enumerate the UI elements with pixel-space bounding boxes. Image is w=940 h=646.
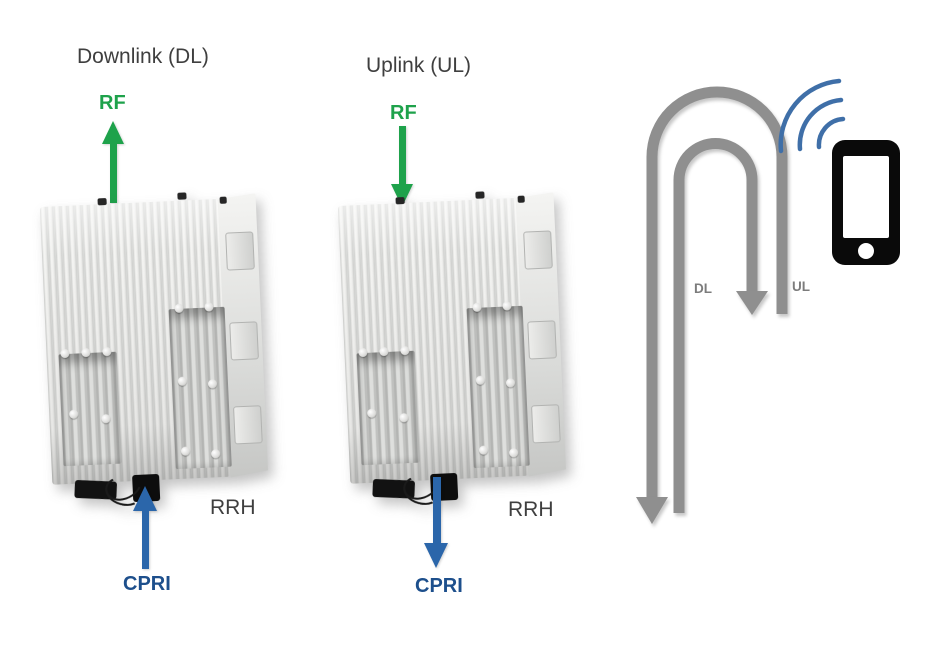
- wireless-signal-icon: [778, 78, 846, 154]
- uplink-title: Uplink (UL): [366, 54, 472, 77]
- ul-loop-arrow-icon: [646, 86, 788, 498]
- rrh-corner-screw: [517, 195, 525, 203]
- rrh-top-screw: [395, 197, 405, 205]
- arrowhead: [133, 486, 157, 511]
- rrh-corner-screw: [219, 196, 227, 204]
- rrh-fin-recess: [58, 346, 122, 467]
- downlink-title: Downlink (DL): [77, 45, 209, 68]
- rrh-fin-recess: [466, 301, 530, 469]
- smartphone-home-button: [858, 243, 874, 259]
- arrow-shaft: [109, 142, 117, 203]
- rrh-latch: [233, 405, 263, 444]
- smartphone-icon: [832, 140, 900, 265]
- downlink-cpri-up-arrow-icon: [133, 486, 157, 570]
- downlink-rrh-photo: [39, 192, 269, 511]
- arrow-shaft: [398, 126, 406, 185]
- rrh-top-screw: [475, 191, 485, 199]
- ul-arrowhead: [636, 497, 668, 524]
- rrh-fin-recess: [168, 302, 232, 470]
- uplink-cpri-down-arrow-icon: [424, 477, 449, 569]
- arrowhead: [424, 543, 448, 568]
- dl-loop-arrow-icon: [673, 138, 758, 513]
- rrh-top-screw: [97, 198, 107, 206]
- signal-wave-middle: [797, 97, 844, 152]
- downlink-cpri-label: CPRI: [123, 573, 171, 595]
- rrh-latch: [225, 231, 255, 270]
- rrh-latch: [229, 321, 259, 360]
- dl-loop-label: DL: [694, 281, 712, 296]
- arrow-shaft: [141, 509, 149, 569]
- rrh-top-screw: [177, 192, 187, 200]
- uplink-rf-down-arrow-icon: [391, 126, 413, 207]
- rrh-latch: [531, 404, 561, 443]
- rrh-latch: [523, 230, 553, 269]
- uplink-rrh-label: RRH: [508, 498, 554, 521]
- arrow-shaft: [433, 477, 441, 545]
- downlink-rf-up-arrow-icon: [102, 121, 124, 203]
- ul-loop-label: UL: [792, 279, 810, 294]
- signal-wave-inner: [816, 116, 846, 150]
- loopback-paths: [636, 78, 846, 524]
- signal-wave-outer: [778, 78, 842, 154]
- rrh-fin-recess: [356, 345, 420, 466]
- rrh-latch: [527, 320, 557, 359]
- uplink-rrh-photo: [337, 191, 567, 510]
- downlink-rrh-label: RRH: [210, 496, 256, 519]
- downlink-rf-label: RF: [99, 92, 126, 114]
- uplink-rf-label: RF: [390, 102, 417, 124]
- smartphone-screen: [843, 156, 889, 238]
- uplink-cpri-label: CPRI: [415, 575, 463, 597]
- dl-arrowhead: [736, 291, 768, 315]
- arrowhead: [102, 121, 124, 144]
